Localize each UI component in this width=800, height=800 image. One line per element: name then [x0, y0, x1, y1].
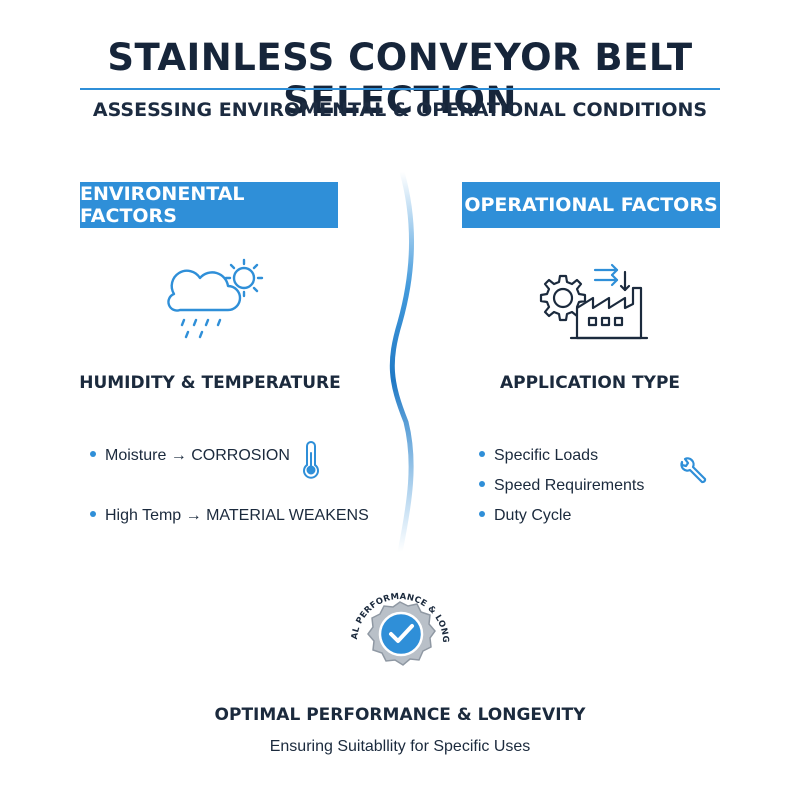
title-underline [80, 88, 720, 90]
list-item: Specific Loads [479, 447, 598, 465]
bullet-text: Duty Cycle [494, 507, 572, 524]
bullet-text: Moisture → CORROSION [105, 447, 290, 464]
page-subtitle: ASSESSING ENVIROMENTAL & OPERATIONAL CON… [92, 99, 708, 121]
wrench-icon [676, 456, 708, 488]
environmental-factors-header: ENVIRONENTAL FACTORS [80, 182, 338, 228]
thermometer-icon [300, 441, 322, 479]
gear-factory-icon [533, 258, 651, 346]
list-item: High Temp → MATERIAL WEAKENS [90, 507, 369, 525]
checkmark-badge-icon: OPTIMAL PERFORMANCE & LONGEVITY [331, 565, 465, 702]
humidity-temperature-heading: HUMIDITY & TEMPERATURE [79, 373, 341, 393]
bullet-text: High Temp → MATERIAL WEAKENS [105, 507, 369, 524]
footer-title: OPTIMAL PERFORMANCE & LONGEVITY [214, 705, 586, 725]
bullet-text: Speed Requirements [494, 477, 645, 494]
list-item: Moisture → CORROSION [90, 447, 290, 465]
page-title: STAINLESS CONVEYOR BELT SELECTION [107, 36, 693, 122]
bullet-dot [90, 510, 96, 517]
application-type-heading: APPLICATION TYPE [499, 373, 681, 393]
bullet-dot [479, 480, 485, 487]
bullet-dot [90, 450, 96, 457]
bullet-dot [479, 450, 485, 457]
weather-cloud-sun-rain-icon [162, 256, 272, 346]
center-divider [382, 169, 422, 555]
bullet-text: Specific Loads [494, 447, 599, 464]
operational-factors-header: OPERATIONAL FACTORS [462, 182, 720, 228]
list-item: Duty Cycle [479, 507, 571, 525]
footer-subtitle: Ensuring Suitabllity for Specific Uses [269, 738, 531, 755]
bullet-dot [479, 510, 485, 517]
list-item: Speed Requirements [479, 477, 644, 495]
